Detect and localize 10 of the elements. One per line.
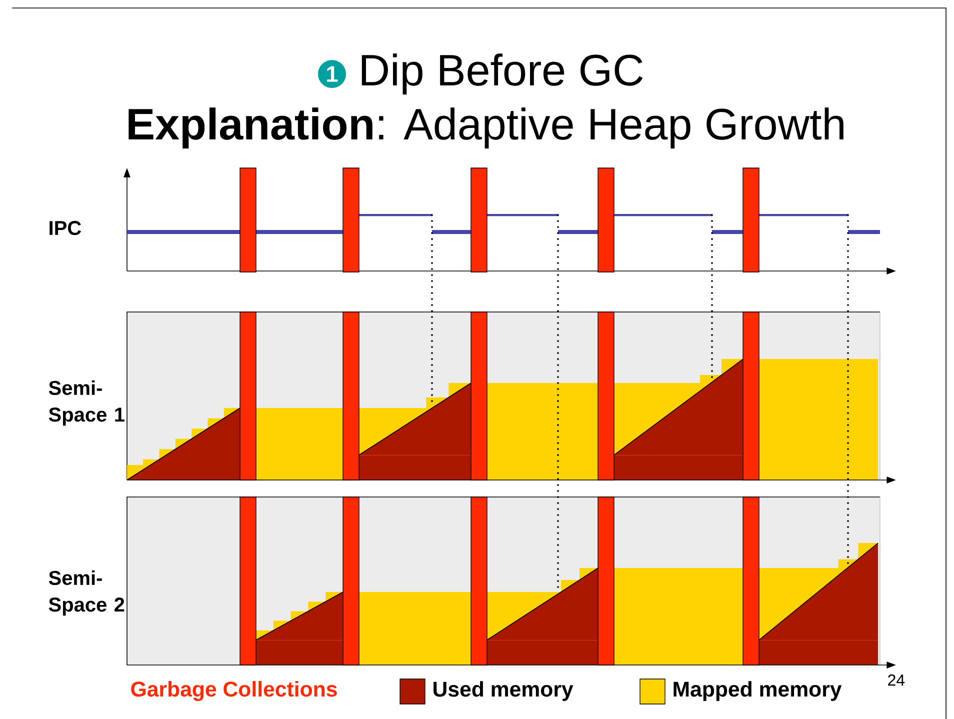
legend-label: Garbage Collections [131,681,337,701]
number-badge: 1 [318,60,346,88]
axis-label: Semi-Space 2 [48,570,124,616]
axis-label: IPC [50,220,82,236]
legend-label: Mapped memory [674,681,842,701]
axis-label: Semi-Space 1 [48,380,124,426]
subtitle: Explanation: Adaptive Heap Growth [128,108,844,149]
page-number: 24 [888,674,905,686]
legend-label: Used memory [434,681,574,701]
title: Dip Before GC [362,54,643,95]
